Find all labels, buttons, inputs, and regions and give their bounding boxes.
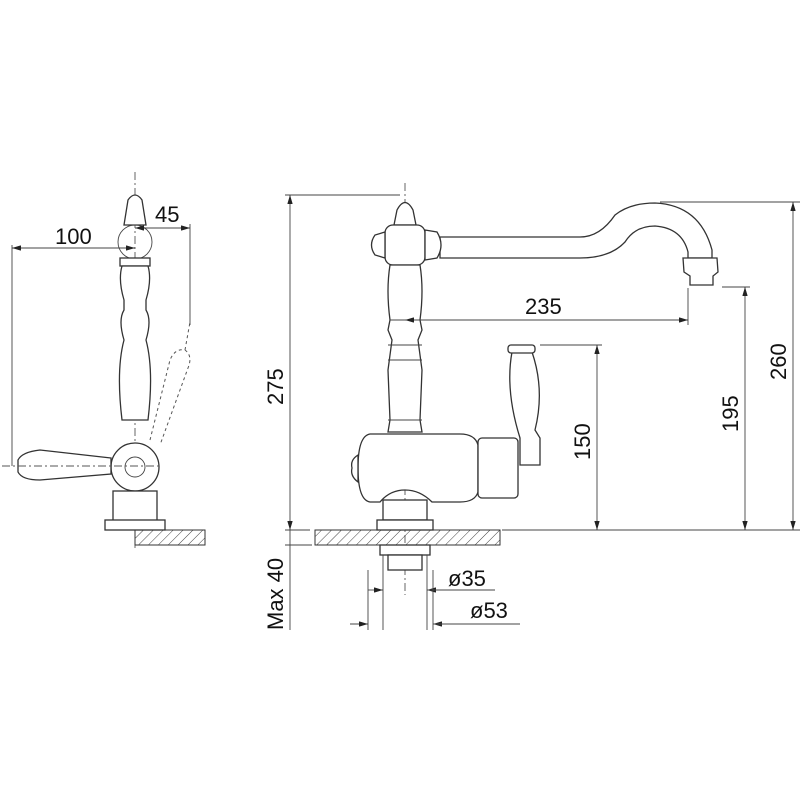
valve-body xyxy=(357,433,479,503)
side-knob xyxy=(123,194,147,226)
dim-45-label: 45 xyxy=(155,202,179,227)
side-collar xyxy=(119,257,151,267)
dim-d53-label: ø53 xyxy=(470,598,508,623)
dim-150-label: 150 xyxy=(570,423,595,460)
top-knob xyxy=(393,201,417,226)
side-raised-handle-axis xyxy=(184,321,191,351)
hub-right-cap xyxy=(424,229,442,261)
side-base-stem xyxy=(112,490,158,522)
side-base-plate xyxy=(104,519,166,531)
dim-235-label: 235 xyxy=(525,294,562,319)
base-plate xyxy=(376,519,434,531)
side-counter-hatch xyxy=(134,529,206,546)
dim-195-label: 195 xyxy=(718,395,743,432)
side-column xyxy=(118,265,152,421)
dim-d35-label: ø35 xyxy=(448,566,486,591)
hub-left-cap xyxy=(370,231,386,259)
column xyxy=(387,264,423,433)
side-valve-inner xyxy=(124,456,146,478)
lever-handle xyxy=(509,351,541,466)
valve-end-cap xyxy=(350,453,359,484)
mount-nut xyxy=(387,554,423,571)
side-handle xyxy=(17,449,112,481)
base-stem xyxy=(382,499,428,521)
dim-100-label: 100 xyxy=(55,224,92,249)
mount-washer xyxy=(379,544,431,556)
spout-aerator xyxy=(682,257,719,286)
side-raised-handle xyxy=(149,349,191,446)
side-view: 100 45 xyxy=(2,172,206,548)
side-valve-hub xyxy=(110,442,160,492)
spout xyxy=(439,202,713,259)
counter-hatch xyxy=(314,529,501,546)
hub-body xyxy=(384,224,426,266)
dim-260-label: 260 xyxy=(766,343,791,380)
valve-side-housing xyxy=(477,437,519,499)
front-view: 275 Max 40 235 150 195 260 ø35 ø53 xyxy=(263,183,800,630)
dim-max40-label: Max 40 xyxy=(263,558,288,630)
dim-275-label: 275 xyxy=(263,368,288,405)
lever-cap xyxy=(507,344,536,354)
